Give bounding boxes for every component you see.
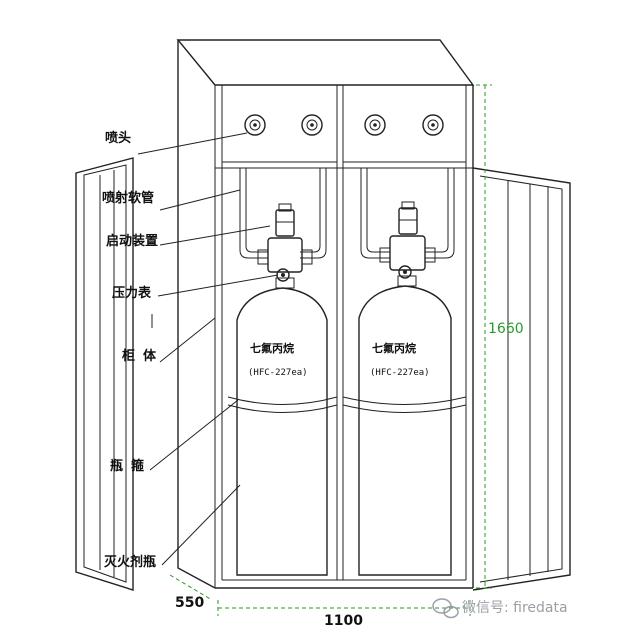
left-door xyxy=(75,157,153,591)
depth-dimension xyxy=(169,574,213,601)
nozzle-icon xyxy=(301,114,323,136)
dimension-width: 1100 xyxy=(324,613,363,629)
nozzle-icon xyxy=(244,114,266,136)
label-spray-hose: 喷射软管 xyxy=(102,190,154,206)
actuator-right xyxy=(379,201,436,287)
actuator-left xyxy=(257,203,313,289)
label-cabinet-body: 柜体 xyxy=(121,348,164,364)
cylinder-formula-label: (HFC-227ea) xyxy=(370,368,430,378)
height-dimension xyxy=(476,84,492,589)
label-pressure-gauge: 压力表 xyxy=(112,285,152,301)
spray-hoses xyxy=(239,168,455,259)
cylinder-right xyxy=(342,285,467,576)
nozzle-icon xyxy=(364,114,386,136)
nozzle-icon xyxy=(422,114,444,136)
cylinder-agent-label: 七氟丙烷 xyxy=(250,341,294,355)
dimension-depth: 550 xyxy=(175,595,204,611)
cylinder-formula-label: (HFC-227ea) xyxy=(248,368,308,378)
watermark-text: 微信号: firedata xyxy=(462,600,568,616)
dimension-height: 1660 xyxy=(488,321,524,337)
wechat-icon xyxy=(432,598,459,619)
nozzles xyxy=(244,114,444,136)
right-door xyxy=(472,167,571,591)
label-bottle-bracket: 瓶箍 xyxy=(110,458,152,474)
cylinder-agent-label: 七氟丙烷 xyxy=(372,341,416,355)
pressure-gauge-icon xyxy=(276,268,290,282)
width-dimension xyxy=(217,600,471,616)
pressure-gauge-icon xyxy=(398,265,412,279)
label-nozzle: 喷头 xyxy=(105,130,131,146)
callouts xyxy=(137,132,279,566)
cabinet-frame xyxy=(176,39,475,589)
label-actuator: 启动装置 xyxy=(106,233,158,249)
label-extinguisher-bottle: 灭火剂瓶 xyxy=(103,554,156,570)
cylinder-left xyxy=(227,287,338,576)
